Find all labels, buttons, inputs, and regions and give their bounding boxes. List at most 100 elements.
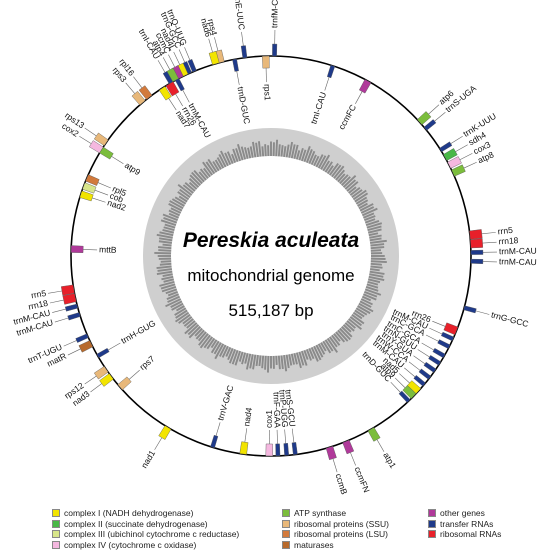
gene-block-atp1	[367, 427, 381, 442]
gene-block-trnm-cau	[67, 312, 81, 321]
gene-block-trnm-cau	[440, 331, 455, 342]
gc-bar	[205, 161, 216, 175]
label-leader-line	[241, 31, 244, 46]
gc-bar	[339, 327, 351, 341]
gene-label-nad4: nad4	[241, 407, 254, 427]
gc-bar	[214, 343, 225, 360]
label-leader-line	[355, 91, 363, 104]
gc-bar	[364, 218, 376, 224]
genome-type-label: mitochondrial genome	[187, 266, 354, 285]
gene-block-mttb	[70, 245, 84, 253]
gene-block-nad7	[158, 86, 172, 101]
gc-bar	[308, 150, 316, 164]
gene-block-rps13	[93, 132, 109, 146]
gc-bar	[357, 305, 371, 315]
gene-block-rps7	[117, 376, 132, 391]
gc-bar	[159, 262, 172, 266]
label-leader-line	[481, 232, 496, 235]
gc-bar	[359, 300, 372, 308]
legend-swatch	[282, 530, 290, 539]
gc-bar	[349, 316, 363, 327]
gc-bar	[298, 147, 304, 161]
gc-bar	[169, 200, 184, 210]
gc-bar	[247, 147, 252, 159]
gc-bar	[288, 141, 294, 158]
gc-bar	[326, 165, 334, 175]
gene-block-trnm-cau	[174, 78, 185, 92]
gene-block-trns-gcu	[291, 442, 298, 455]
legend-label: ribosomal proteins (SSU)	[294, 518, 389, 529]
gc-bar	[183, 318, 194, 327]
legend-item-rrna: ribosomal RNAs	[428, 529, 501, 540]
gc-bar	[320, 342, 327, 352]
gc-bar	[199, 334, 211, 349]
gc-bar	[168, 212, 179, 219]
legend-label: complex IV (cytochrome c oxidase)	[64, 539, 197, 550]
gc-bar	[178, 195, 188, 203]
gc-bar	[170, 207, 182, 214]
gc-bar	[165, 298, 182, 308]
gc-bar	[197, 331, 207, 342]
gc-bar	[159, 280, 175, 287]
gc-bar	[198, 171, 207, 181]
gc-bar	[370, 268, 380, 272]
gene-label-trnf-gaa: trnF-GAA	[272, 392, 283, 429]
gc-bar	[368, 278, 381, 284]
gc-bar	[335, 331, 346, 343]
legend-item-trna: transfer RNAs	[428, 519, 501, 530]
gc-bar	[354, 309, 365, 318]
gc-bar	[365, 220, 380, 227]
legend-swatch	[282, 519, 290, 528]
gc-bar	[369, 270, 385, 275]
gc-bar	[324, 161, 333, 173]
label-leader-line	[236, 71, 240, 85]
gc-bar	[162, 229, 174, 234]
label-leader-line	[182, 89, 190, 103]
gc-bar	[258, 355, 262, 367]
legend-swatch	[52, 540, 60, 549]
gc-bar	[214, 159, 222, 170]
gene-label-rrn5: rrn5	[497, 225, 513, 237]
gc-bar	[171, 302, 184, 311]
gene-block-ccmfn	[342, 439, 355, 455]
gc-bar	[363, 212, 375, 219]
legend-item-rps: ribosomal proteins (SSU)	[282, 519, 389, 530]
label-leader-line	[450, 135, 463, 144]
gene-label-trnd-guc: trnD-GUC	[235, 86, 252, 125]
gc-bar	[346, 320, 356, 329]
gc-bar	[158, 240, 172, 244]
gc-bar	[368, 232, 379, 237]
gene-label-trne-uuc: trnE-UUC	[232, 0, 247, 31]
gc-bar	[364, 290, 378, 298]
gc-bar	[178, 314, 191, 324]
gene-label-ccmb: ccmB	[334, 472, 350, 496]
label-leader-line	[54, 317, 69, 323]
gc-bar	[346, 181, 359, 192]
gc-bar	[162, 273, 173, 278]
gc-bar	[322, 340, 332, 354]
gc-bar	[351, 189, 363, 198]
gc-bar	[288, 354, 293, 366]
label-leader-line	[173, 51, 181, 65]
legend-swatch	[282, 509, 290, 518]
label-leader-line	[111, 156, 124, 165]
gene-block-atp8	[451, 164, 466, 177]
gc-bar	[320, 154, 331, 170]
gc-bar	[344, 322, 355, 332]
gc-bar	[351, 314, 365, 325]
gc-bar	[275, 139, 279, 157]
label-leader-line	[475, 310, 490, 315]
gene-block-trnd-guc	[398, 390, 411, 403]
legend-item-maturase: maturases	[282, 540, 389, 550]
gc-bar	[329, 162, 339, 176]
gene-block-trni-cau	[326, 64, 336, 79]
label-leader-line	[79, 135, 92, 144]
gene-block-trnm-cau	[413, 375, 426, 387]
gc-bar	[174, 196, 187, 205]
label-leader-line	[94, 189, 109, 196]
gene-block-matr	[78, 340, 94, 353]
gc-bar	[367, 280, 379, 286]
gene-label-trnv-gac: trnV-GAC	[215, 384, 235, 422]
legend-label: other genes	[440, 508, 485, 519]
